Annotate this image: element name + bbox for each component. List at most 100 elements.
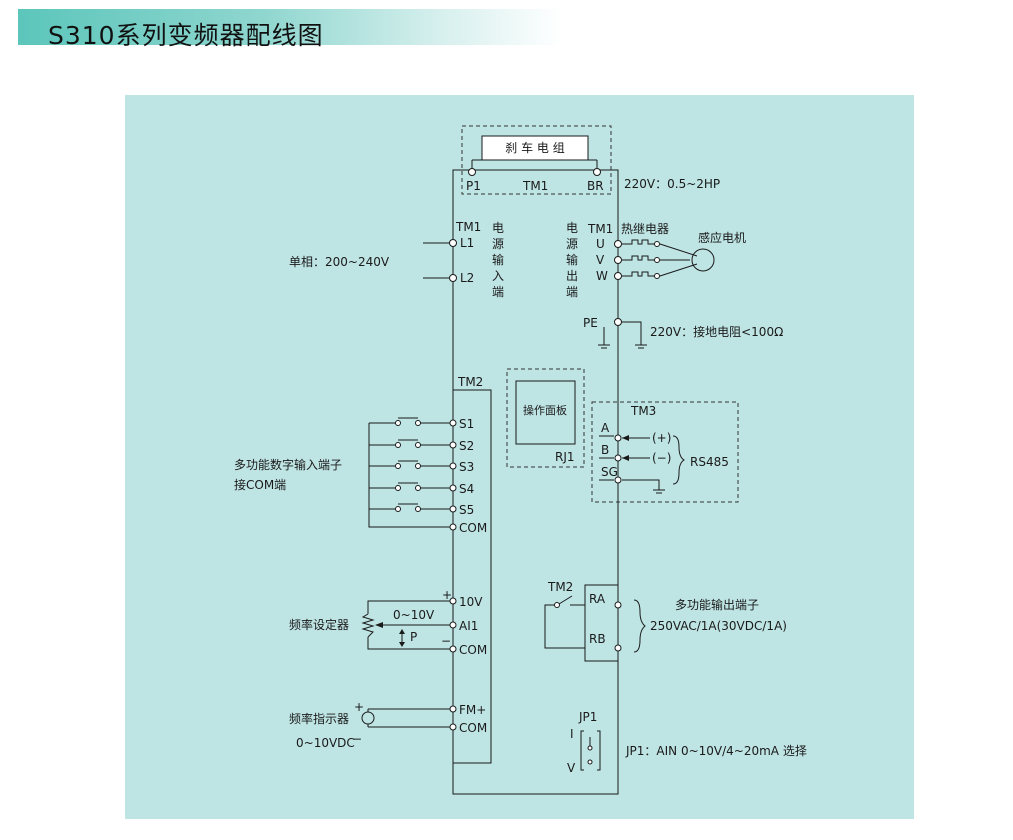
thermal-relay-v: [622, 255, 655, 261]
10v-terminal: [449, 597, 457, 605]
motor-label: 感应电机: [698, 230, 746, 245]
rs485-underlines: [599, 435, 614, 481]
digital-label-2: 接COM端: [234, 477, 286, 492]
brake-tm1-label: TM1: [522, 179, 548, 193]
rs485-label: RS485: [690, 455, 729, 469]
rb-terminal: [614, 644, 622, 652]
ra-label: RA: [589, 592, 606, 606]
panel-dashed-box: [506, 368, 585, 468]
s4-label: S4: [459, 482, 474, 496]
jp1-label: JP1: [578, 710, 597, 724]
fm-label: FM+: [459, 703, 486, 717]
s5-label: S5: [459, 503, 474, 517]
indicator-wires: [367, 708, 450, 728]
thermal-relay-w: [622, 271, 655, 277]
w-terminal: [614, 272, 622, 280]
sg-label: SG: [601, 465, 618, 479]
s5-terminal: [449, 505, 457, 513]
title-bar: S310系列变频器配线图: [18, 9, 563, 50]
a-label: A: [601, 421, 610, 435]
relay-contact-w: [654, 273, 660, 279]
wiper-arrow: [375, 622, 383, 628]
wiring-diagram: 刹 车 电 组 P1 TM1 BR 220V：0.5~2HP TM1 L1 L2…: [234, 125, 807, 795]
ind-plus: +: [354, 700, 364, 714]
switch-s5: [369, 503, 451, 510]
brake-unit-box: [481, 135, 589, 161]
s3-label: S3: [459, 460, 474, 474]
output-vlabel-5: 端: [566, 285, 578, 299]
com1-label: COM: [459, 521, 487, 535]
freq-set-minus: −: [441, 634, 451, 648]
l1-terminal: [449, 239, 457, 247]
ai1-terminal: [449, 621, 457, 629]
pot-wires: [367, 600, 450, 650]
diagram-panel: 刹 车 电 组 P1 TM1 BR 220V：0.5~2HP TM1 L1 L2…: [125, 95, 914, 819]
input-vlabel-2: 源: [492, 237, 504, 251]
fm-terminal: [449, 705, 457, 713]
digital-common-bus: [368, 423, 451, 528]
input-tm1-label: TM1: [455, 220, 481, 234]
motor-symbol: [691, 248, 715, 272]
com-terminal-1: [449, 523, 457, 531]
jumper-text: JP1：AIN 0~10V/4~20mA 选择: [625, 744, 807, 758]
relay-label: 热继电器: [621, 222, 669, 236]
pe-ground-right: [622, 321, 647, 349]
rs485-arrows: [622, 435, 629, 461]
rj1-label: RJ1: [555, 450, 575, 464]
switch-s2: [369, 439, 451, 446]
p1-label: P1: [466, 179, 481, 193]
output-vlabel-4: 出: [566, 269, 578, 283]
tm2-block: [453, 389, 492, 764]
ra-terminal: [614, 601, 622, 609]
s1-label: S1: [459, 417, 474, 431]
jumper-pin-2: [587, 759, 593, 765]
potentiometer-symbol: [361, 613, 375, 638]
l2-terminal: [449, 274, 457, 282]
output-vlabel-2: 源: [566, 237, 578, 251]
input-vlabel-1: 电: [492, 221, 504, 235]
p1-terminal: [468, 168, 476, 176]
br-terminal: [593, 168, 601, 176]
com3-label: COM: [459, 721, 487, 735]
motor-wires: [659, 243, 698, 277]
input-vlabel-5: 端: [492, 285, 504, 299]
b-label: B: [601, 443, 609, 457]
pe-ground-left: [598, 327, 610, 349]
brake-dashed-box: [461, 125, 612, 195]
tm3-label: TM3: [630, 404, 656, 418]
switch-contacts: [395, 420, 421, 512]
output-vlabel-3: 输: [566, 252, 578, 267]
freq-setter-label: 频率设定器: [289, 617, 349, 632]
switch-s3: [369, 460, 451, 467]
relay-brace: [633, 599, 646, 653]
brake-rating: 220V：0.5~2HP: [624, 177, 720, 191]
ind-range: 0~10VDC: [296, 736, 355, 750]
jumper-symbol: [580, 730, 601, 771]
p-arrow-heads: [399, 629, 405, 647]
relay-switch-pivot: [554, 602, 560, 608]
input-wires: [423, 242, 450, 279]
tm2-label: TM2: [457, 375, 483, 389]
ai1-label: AI1: [459, 619, 478, 633]
ind-minus: −: [352, 732, 362, 746]
10v-label: 10V: [459, 595, 483, 609]
relay-tm2-label: TM2: [547, 580, 573, 594]
v-terminal: [614, 256, 622, 264]
s2-terminal: [449, 441, 457, 449]
w-label: W: [596, 269, 608, 283]
jp-i-label: I: [570, 727, 574, 741]
brake-wires: [471, 160, 598, 170]
ground-text: 220V：接地电阻<100Ω: [650, 324, 783, 339]
a-terminal: [614, 434, 622, 442]
rs485-minus: (−): [652, 451, 671, 465]
s3-terminal: [449, 462, 457, 470]
jumper-pin-1: [587, 745, 593, 751]
relay-out-label-1: 多功能输出端子: [675, 597, 759, 612]
thermal-relay-u: [622, 239, 655, 245]
indicator-symbol: [361, 711, 375, 725]
relay-contact-wires: [544, 595, 585, 649]
br-label: BR: [587, 179, 604, 193]
switch-s4: [369, 482, 451, 489]
l1-label: L1: [460, 236, 474, 250]
relay-contact-v: [654, 257, 660, 263]
